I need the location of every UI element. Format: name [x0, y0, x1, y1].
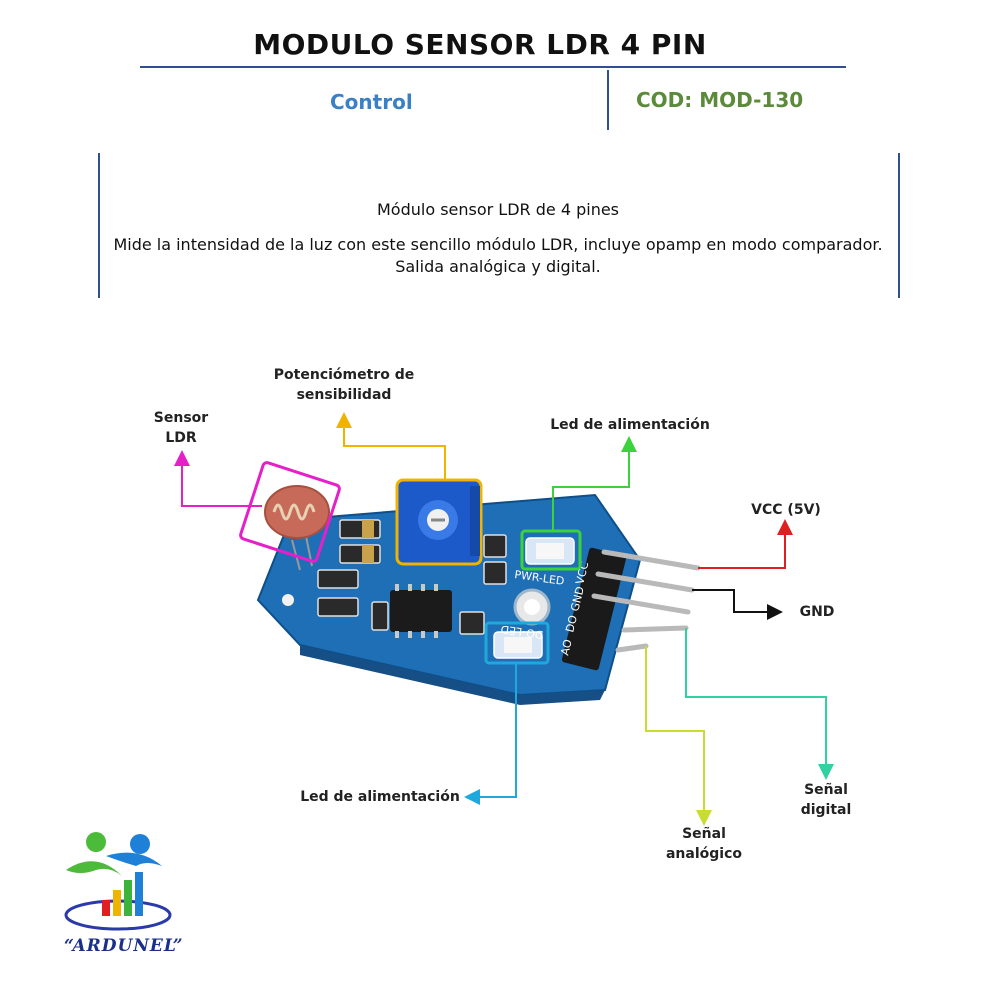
header-separator	[607, 70, 609, 130]
pot-label-line1: Potenciómetro de	[273, 367, 415, 383]
analog-label-line1: Señal	[682, 826, 726, 842]
analog-label-line2: analógico	[665, 846, 742, 862]
ardunel-logo	[64, 832, 172, 931]
ldr-label: Sensor LDR	[146, 408, 216, 448]
ldr-label-line1: Sensor	[153, 410, 209, 426]
pwr-led-label: Led de alimentación	[550, 417, 710, 433]
title-divider	[140, 66, 846, 68]
pwr-led-highlight	[520, 529, 582, 571]
header-pins	[591, 549, 701, 653]
pin-label-vcc: VCC	[573, 560, 591, 586]
digital-label-line2: digital	[800, 802, 852, 818]
digital-leader	[685, 628, 834, 780]
pot-leader	[336, 412, 446, 480]
page-title: MODULO SENSOR LDR 4 PIN	[253, 28, 707, 61]
analog-leader	[645, 646, 712, 826]
pin-label-ao: AO	[558, 638, 575, 657]
ldr-leader	[174, 450, 262, 507]
product-code: COD: MOD-130	[636, 88, 804, 112]
description-body: Mide la intensidad de la luz con este se…	[113, 235, 883, 276]
category-label: Control	[330, 90, 413, 114]
sensitivity-potentiometer	[395, 478, 483, 566]
pin-label-gnd: GND	[568, 585, 587, 613]
gnd-leader	[692, 589, 783, 620]
analog-label: Señal analógico	[654, 824, 754, 864]
pot-label: Potenciómetro de sensibilidad	[264, 365, 424, 405]
ldr-label-line2: LDR	[165, 430, 197, 446]
pot-label-line2: sensibilidad	[296, 387, 392, 403]
description-box	[98, 153, 900, 298]
signal-led-leader	[464, 663, 517, 805]
opamp-chip	[390, 590, 452, 632]
pwr-led-leader	[552, 436, 637, 531]
signal-led-label: Led de alimentación	[300, 789, 460, 805]
vcc-leader	[698, 519, 793, 569]
vcc-label: VCC (5V)	[751, 502, 821, 518]
silk-do-led: DO-LED	[500, 622, 544, 641]
gnd-label: GND	[799, 604, 835, 620]
ldr-sensor	[239, 461, 341, 571]
logo-text: “ARDUNEL”	[64, 936, 184, 956]
pin-label-do: DO	[563, 614, 580, 634]
digital-label-line1: Señal	[804, 782, 848, 798]
digital-label: Señal digital	[786, 780, 866, 820]
description-heading: Módulo sensor LDR de 4 pines	[376, 200, 620, 219]
